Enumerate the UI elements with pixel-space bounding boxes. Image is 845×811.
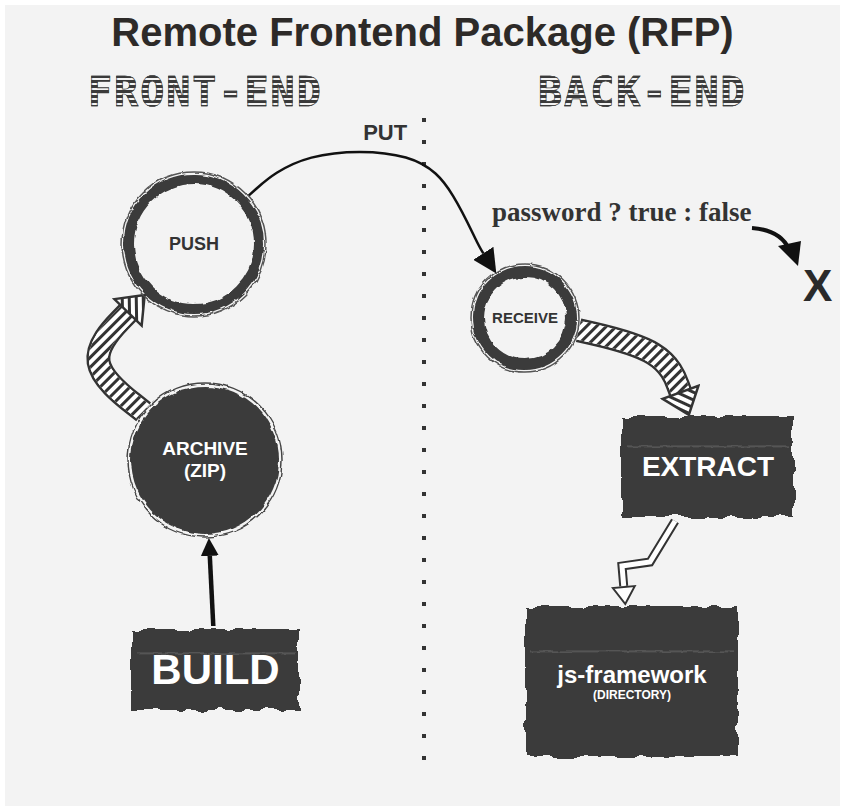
diagram-title: Remote Frontend Package (RFP) [0, 10, 845, 54]
node-text: BUILD [151, 646, 279, 694]
brush-fill [622, 417, 794, 517]
flow-connector [579, 330, 681, 392]
node-text: RECEIVE [492, 309, 558, 326]
ground [5, 5, 840, 806]
process-box: EXTRACT [618, 413, 798, 521]
disc-scribble [128, 383, 282, 537]
process-box: js-framework(DIRECTORY) [522, 603, 742, 761]
text-label: X [803, 262, 832, 310]
arrow-body [579, 330, 681, 392]
node-text: js-framework [557, 661, 706, 689]
node-text: EXTRACT [642, 451, 774, 483]
flow-connector [622, 521, 675, 586]
arrow-hatching [579, 330, 681, 392]
process-circle: PUSH [121, 171, 267, 317]
node-text: (DIRECTORY) [593, 689, 671, 703]
divider-dots [422, 118, 426, 772]
process-circle: ARCHIVE (ZIP) [127, 382, 283, 538]
node-text: ARCHIVE (ZIP) [149, 438, 261, 482]
arrow-outline [98, 312, 143, 412]
node-text: PUSH [169, 234, 219, 255]
process-box: BUILD [128, 626, 303, 714]
ring-stroke [479, 272, 572, 365]
arrow-body [622, 521, 675, 586]
arrow-line [210, 556, 214, 626]
disc-fill [131, 386, 279, 534]
arrow-outline [579, 330, 681, 392]
flow-connector [98, 312, 143, 412]
brush-fill [132, 630, 299, 710]
flow-connector [249, 152, 484, 253]
process-circle: RECEIVE [470, 263, 580, 373]
arrow-hatching [98, 312, 143, 412]
arrow-line [249, 152, 484, 253]
text-label: FRONT-END [88, 70, 323, 114]
ring-scribble [471, 264, 579, 372]
flow-connector [210, 556, 214, 626]
edge-label: PUT [360, 121, 410, 145]
text-label: BACK-END [538, 70, 747, 114]
reject-arrowhead [778, 241, 801, 266]
brush-streak [626, 445, 790, 447]
text-label: password ? true : false [492, 198, 751, 228]
ring-stroke [129, 179, 259, 309]
ring-scribble [122, 172, 266, 316]
arrow-body [98, 312, 143, 412]
brush-fill [526, 607, 738, 757]
brush-streak [530, 650, 734, 652]
arrow-outline [622, 521, 675, 586]
